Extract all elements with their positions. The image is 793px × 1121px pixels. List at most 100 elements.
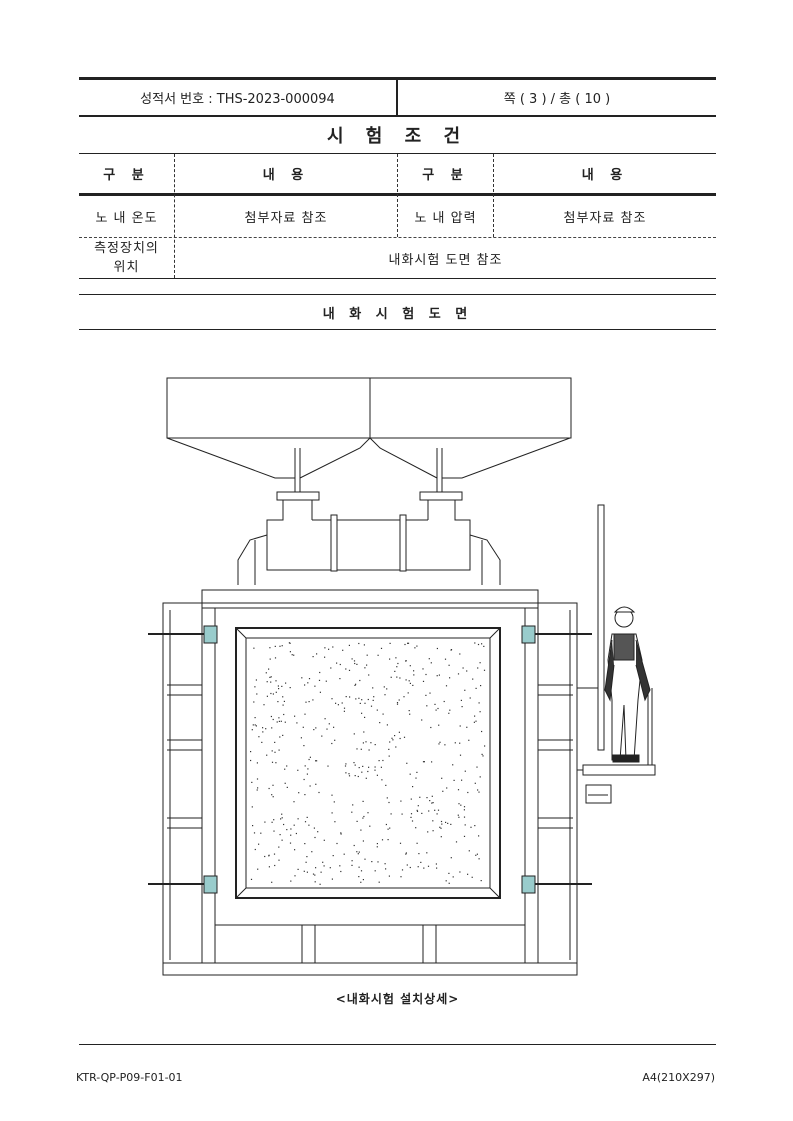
speckle-dot xyxy=(250,878,253,880)
speckle-dot xyxy=(477,667,479,669)
speckle-dot xyxy=(307,682,309,684)
speckle-dot xyxy=(358,866,360,868)
speckle-dot xyxy=(470,826,472,828)
speckle-dot xyxy=(395,657,397,659)
speckle-dot xyxy=(280,720,282,722)
speckle-dot xyxy=(312,656,314,658)
speckle-dot xyxy=(342,649,344,651)
speckle-dot xyxy=(356,663,358,665)
speckle-dot xyxy=(331,698,333,700)
speckle-dot xyxy=(254,686,256,688)
speckle-dot xyxy=(421,812,423,814)
speckle-dot xyxy=(348,644,350,646)
speckle-dot xyxy=(398,699,400,701)
speckle-dot xyxy=(378,760,380,762)
speckle-dot xyxy=(297,868,299,870)
speckle-dot xyxy=(449,677,451,679)
speckle-dot xyxy=(450,857,452,859)
speckle-dot xyxy=(390,676,392,678)
speckle-dot xyxy=(321,735,323,737)
speckle-dot xyxy=(409,682,411,684)
speckle-dot xyxy=(426,852,428,854)
speckle-dot xyxy=(422,680,425,682)
speckle-dot xyxy=(419,796,421,798)
speckle-dot xyxy=(381,779,383,781)
speckle-dot xyxy=(331,812,333,814)
speckle-dot xyxy=(339,678,341,680)
speckle-dot xyxy=(434,809,436,811)
speckle-dot xyxy=(426,797,428,799)
speckle-dot xyxy=(425,673,427,676)
speckle-dot xyxy=(266,695,268,697)
speckle-dot xyxy=(279,645,281,647)
speckle-dot xyxy=(308,824,310,826)
speckle-dot xyxy=(297,818,299,820)
speckle-dot xyxy=(417,866,419,868)
speckle-dot xyxy=(333,726,335,728)
speckle-dot xyxy=(332,646,334,648)
speckle-dot xyxy=(302,726,304,728)
speckle-dot xyxy=(265,672,267,674)
speckle-dot xyxy=(459,653,461,655)
speckle-dot xyxy=(410,816,412,818)
speckle-dot xyxy=(355,683,357,685)
speckle-dot xyxy=(372,687,374,689)
speckle-dot xyxy=(483,669,486,671)
speckle-dot xyxy=(463,809,465,811)
speckle-dot xyxy=(458,816,460,818)
speckle-dot xyxy=(291,654,293,656)
speckle-dot xyxy=(411,820,414,822)
speckle-dot xyxy=(374,769,376,771)
speckle-dot xyxy=(309,756,311,758)
speckle-dot xyxy=(454,742,456,744)
speckle-dot xyxy=(254,848,256,851)
speckle-dot xyxy=(432,802,434,804)
speckle-dot xyxy=(409,665,411,667)
speckle-dot xyxy=(270,676,272,678)
speckle-dot xyxy=(442,790,444,792)
speckle-dot xyxy=(385,823,387,826)
speckle-dot xyxy=(304,821,307,823)
speckle-dot xyxy=(303,870,305,872)
col-sep-3 xyxy=(493,154,494,237)
speckle-dot xyxy=(268,855,270,857)
speckle-dot xyxy=(360,881,362,883)
speckle-dot xyxy=(474,825,476,827)
speckle-dot xyxy=(452,764,454,766)
paper-size: A4(210X297) xyxy=(642,1071,715,1084)
title-bottom-rule xyxy=(79,153,716,154)
speckle-dot xyxy=(269,676,271,678)
speckle-dot xyxy=(252,724,254,726)
row2-label-line1: 측정장치의 xyxy=(94,241,159,256)
speckle-dot xyxy=(325,680,327,682)
speckle-dot xyxy=(413,674,415,676)
col-header-category-1: 구 분 xyxy=(103,168,150,183)
speckle-dot xyxy=(361,699,363,701)
speckle-dot xyxy=(354,662,356,665)
row1-value-temperature: 첨부자료 참조 xyxy=(244,211,328,226)
speckle-dot xyxy=(374,870,376,872)
drawing-caption: <내화시험 설치상세> xyxy=(335,991,460,1006)
speckle-dot xyxy=(256,693,258,695)
speckle-dot xyxy=(324,656,326,658)
speckle-dot xyxy=(481,753,483,755)
speckle-dot xyxy=(356,851,358,853)
col-header-content-2: 내 용 xyxy=(581,168,629,183)
drawing-title-bottom-rule xyxy=(79,329,716,330)
speckle-dot xyxy=(466,670,468,672)
speckle-dot xyxy=(294,849,296,851)
speckle-dot xyxy=(481,643,483,645)
speckle-dot xyxy=(435,863,437,865)
speckle-dot xyxy=(443,700,445,703)
speckle-dot xyxy=(358,697,360,699)
speckle-dot xyxy=(421,719,423,721)
speckle-dot xyxy=(274,751,276,753)
speckle-dot xyxy=(445,880,447,882)
speckle-dot xyxy=(407,642,409,644)
speckle-dot xyxy=(304,765,306,767)
speckle-dot xyxy=(441,823,443,825)
speckle-dot xyxy=(467,791,469,794)
speckle-dot xyxy=(277,701,279,703)
speckle-dot xyxy=(308,701,310,703)
speckle-dot xyxy=(354,775,356,777)
